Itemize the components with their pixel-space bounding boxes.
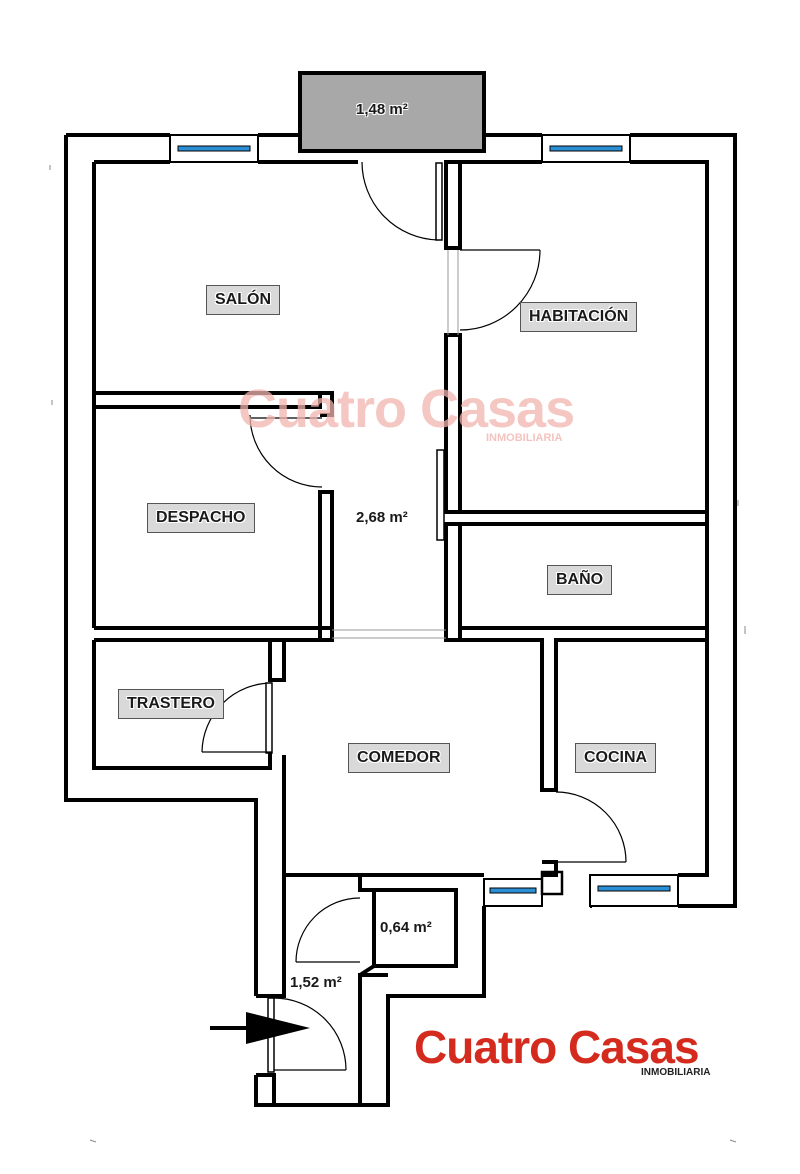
brand-tagline: INMOBILIARIA bbox=[641, 1067, 711, 1078]
window-cocina bbox=[589, 874, 679, 907]
door-balcony bbox=[361, 161, 443, 241]
room-label-habitacion: HABITACIÓN bbox=[520, 302, 638, 332]
room-label-despacho: DESPACHO bbox=[147, 503, 255, 533]
watermark-tagline: INMOBILIARIA bbox=[486, 432, 563, 444]
room-label-comedor: COMEDOR bbox=[348, 743, 450, 773]
door-hall-sliding bbox=[436, 449, 445, 541]
interior-walls bbox=[92, 160, 709, 977]
door-habitacion bbox=[447, 249, 541, 335]
window-comedor bbox=[483, 878, 543, 907]
kitchen-pillar bbox=[540, 870, 564, 896]
exterior-walls bbox=[64, 133, 737, 1107]
door-cocina bbox=[555, 791, 627, 863]
area-label-closet: 0,64 m² bbox=[380, 919, 432, 936]
door-closet bbox=[295, 897, 361, 963]
window-habitacion bbox=[541, 134, 631, 163]
brand-logo: Cuatro Casas bbox=[414, 1021, 700, 1073]
room-label-salon: SALÓN bbox=[206, 285, 280, 315]
room-label-bano: BAÑO bbox=[547, 565, 613, 595]
room-label-cocina: COCINA bbox=[575, 743, 657, 773]
area-label-hall: 2,68 m² bbox=[356, 509, 408, 526]
window-salon bbox=[169, 134, 259, 163]
watermark-logo: Cuatro Casas bbox=[238, 379, 575, 439]
area-label-balcony: 1,48 m² bbox=[356, 101, 408, 118]
area-label-entry: 1,52 m² bbox=[290, 974, 342, 991]
door-despacho bbox=[249, 414, 323, 488]
balcony-area bbox=[298, 71, 486, 153]
room-label-trastero: TRASTERO bbox=[118, 689, 224, 719]
entrance-arrow-icon bbox=[210, 1012, 310, 1044]
